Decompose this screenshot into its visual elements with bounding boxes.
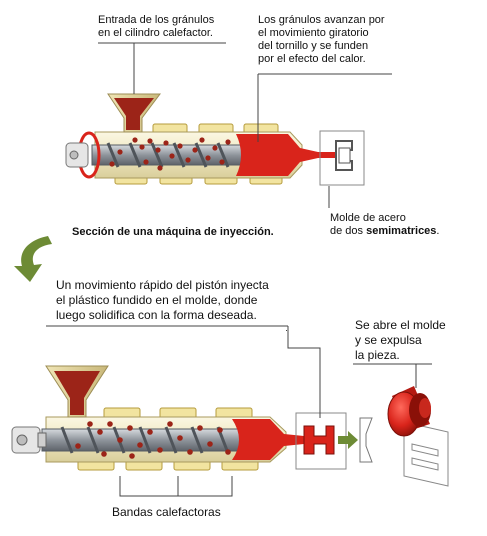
label-bandas: Bandas calefactoras [112,505,221,520]
label-piston-line: Un movimiento rápido del pistón inyecta [56,278,269,292]
top-leader-lines [98,42,392,208]
label-piston: Un movimiento rápido del pistón inyecta … [56,278,269,323]
label-abre-line: Se abre el molde [355,318,446,332]
mold-cavity [338,147,351,164]
label-molde-text: de dos [330,225,367,237]
label-bandas-text: Bandas calefactoras [112,505,221,519]
label-molde-bold: semimatrices [366,225,437,237]
melt-zone [236,134,318,176]
label-avanzan-line: el movimiento giratorio [258,27,369,39]
label-piston-line: luego solidifica con la forma deseada. [56,308,257,322]
barrel-pellets [109,137,231,171]
mold-fill [303,425,335,455]
mold-half-left [359,417,373,463]
label-avanzan-line: Los gránulos avanzan por [258,14,385,26]
drive-coupling [37,432,47,448]
label-molde-line: Molde de acero [330,212,406,224]
bottom-machine [11,365,449,487]
label-seccion-text: Sección de una máquina de inyección. [72,226,274,238]
label-entrada-line: en el cilindro calefactor. [98,27,213,39]
label-avanzan-line: del tornillo y se funden [258,40,369,52]
label-seccion: Sección de una máquina de inyección. [72,226,274,239]
label-molde-line: de dos semimatrices. [330,225,439,238]
label-avanzan-line: por el efecto del calor. [258,53,366,65]
green-arrow-icon [338,431,358,449]
nozzle-flow [318,152,336,158]
label-entrada-line: Entrada de los gránulos [98,14,215,26]
label-abre: Se abre el molde y se expulsa la pieza. [355,318,446,363]
label-avanzan: Los gránulos avanzan por el movimiento g… [258,14,385,66]
label-piston-line: el plástico fundido en el molde, donde [56,293,258,307]
label-abre-line: y se expulsa [355,333,422,347]
bottom-leader-lines [46,325,432,497]
barrel-pellets [75,421,231,459]
label-molde-acero: Molde de acero de dos semimatrices. [330,212,439,238]
melt-zone [232,419,304,460]
screw-flights [106,142,230,168]
label-abre-line: la pieza. [355,348,400,362]
curved-arrow-icon [14,236,52,282]
top-machine [65,93,365,186]
ejected-part [387,386,431,437]
hopper-pellets [54,371,100,415]
label-entrada: Entrada de los gránulos en el cilindro c… [98,14,214,40]
screw-flights [60,426,230,454]
vertical-divider [286,330,287,331]
hopper-pellets [114,98,154,130]
mold-outline [319,130,365,186]
label-molde-end: . [436,225,440,237]
drive-shaft [69,150,79,160]
drive-shaft [16,434,28,446]
